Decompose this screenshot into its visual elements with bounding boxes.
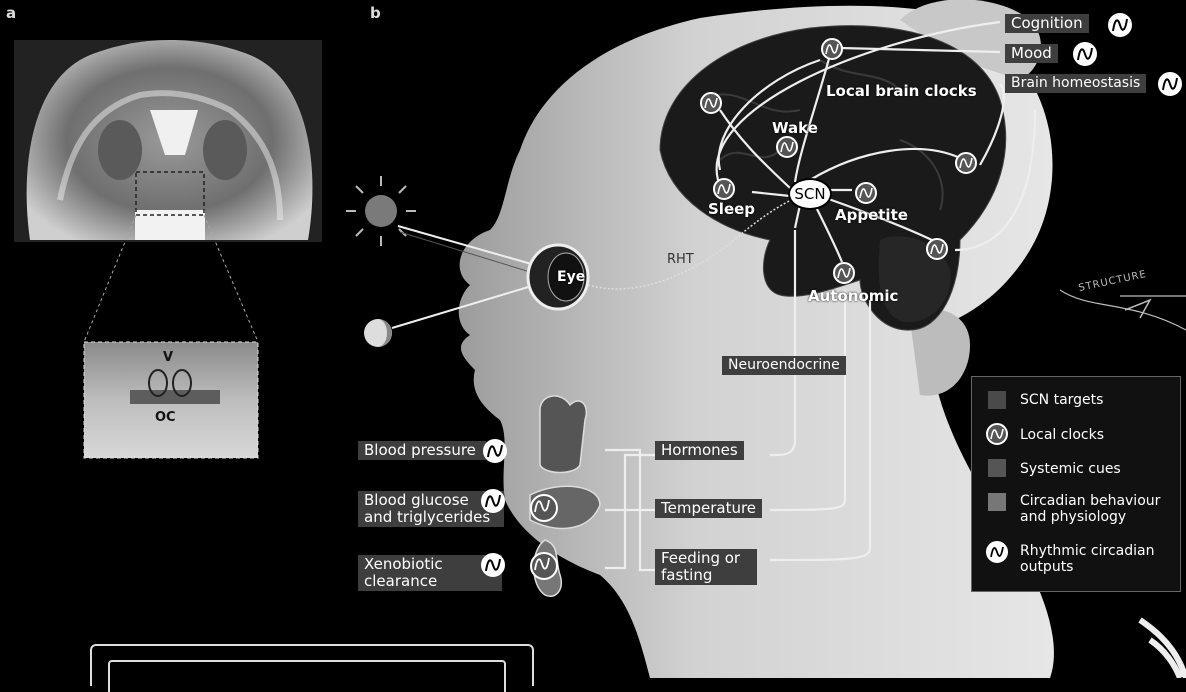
legend-swatch-systemic-cues [988,459,1006,477]
heart-icon [540,396,586,473]
neuroendocrine-label: Neuroendocrine [722,356,846,375]
mood-label: Mood [1005,44,1058,63]
rhythmic-output-icon [481,489,505,513]
feeding-label: Feeding or fasting [655,549,757,585]
cognition-label: Cognition [1005,14,1089,33]
brain-homeostasis-label: Brain homeostasis [1005,74,1146,93]
local-clock-icon [926,238,948,260]
rht-label: RHT [661,250,700,269]
legend-rhythmic-output-icon [986,541,1008,563]
liver-clock-icon [530,494,558,522]
local-clock-icon [955,152,977,174]
local-brain-clocks-label: Local brain clocks [820,82,983,101]
legend: SCN targets Local clocks Systemic cues C… [971,376,1181,592]
local-clock-icon [776,136,798,158]
legend-label: Systemic cues [1020,461,1121,477]
temperature-label: Temperature [655,499,762,518]
legend-swatch-circadian-behaviour [988,493,1006,511]
appetite-label: Appetite [829,206,914,225]
sun-icon [365,195,397,227]
rhythmic-output-icon [1073,42,1097,66]
scn-node: SCN [788,178,832,210]
legend-label: SCN targets [1020,392,1103,408]
blood-pressure-label: Blood pressure [358,441,486,460]
rhythmic-output-icon [481,553,505,577]
sleep-label: Sleep [702,200,761,219]
local-clock-icon [821,38,843,60]
autonomic-label: Autonomic [802,287,904,306]
legend-label: Local clocks [1020,427,1104,443]
local-clock-icon [855,182,877,204]
xenobiotic-label: Xenobiotic clearance [358,555,502,591]
wake-label: Wake [766,119,824,138]
legend-swatch-scn-targets [988,391,1006,409]
legend-local-clock-icon [986,423,1008,445]
hormones-label: Hormones [655,441,744,460]
local-clock-icon [700,92,722,114]
kidney-clock-icon [530,552,558,580]
local-clock-icon [833,262,855,284]
local-clock-icon [713,178,735,200]
legend-label: Rhythmic circadian outputs [1020,543,1170,575]
legend-label: Circadian behaviour and physiology [1020,493,1170,525]
rhythmic-output-icon [1108,13,1132,37]
decorative-curve [1140,620,1186,678]
rhythmic-output-icon [1158,72,1182,96]
eye-label: Eye [551,268,591,287]
rhythmic-output-icon [483,439,507,463]
